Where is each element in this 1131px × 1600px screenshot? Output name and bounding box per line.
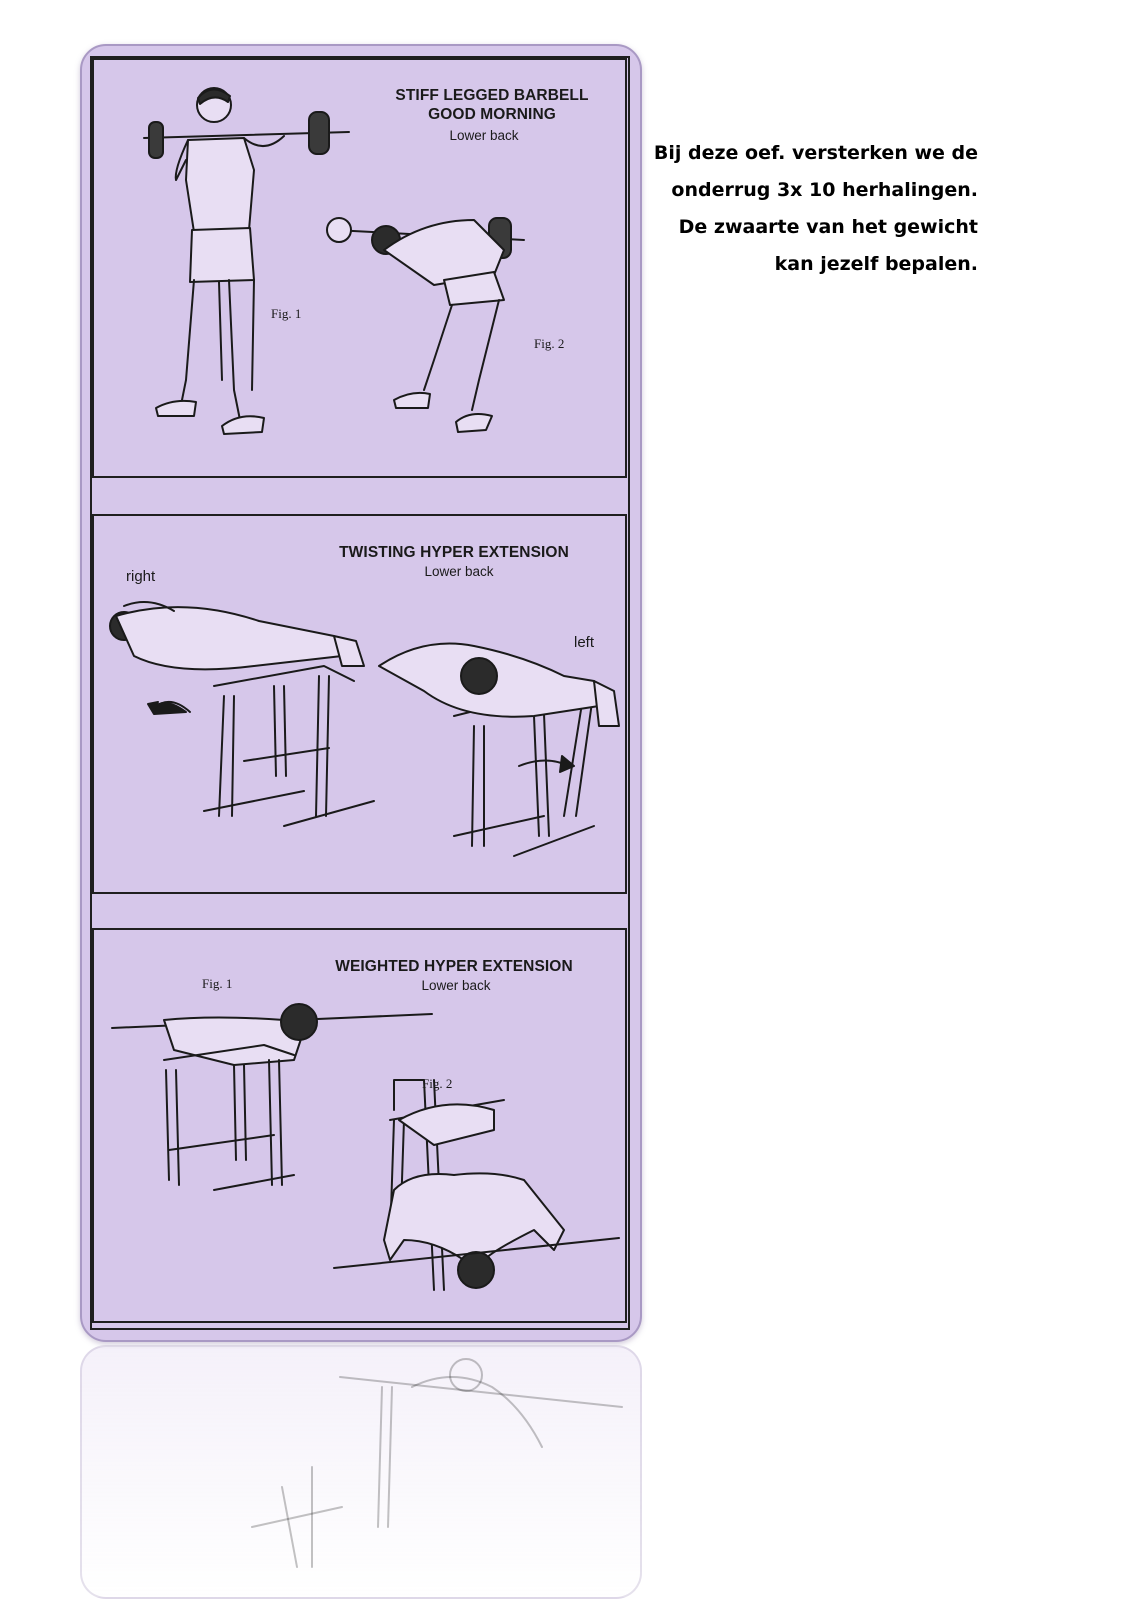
panel-subtitle: Lower back (421, 978, 491, 993)
panel-title: TWISTING HYPER EXTENSION (339, 544, 569, 561)
weighted-hyper-extension-illustration (111, 1003, 620, 1291)
twisting-hyper-extension-illustration (109, 601, 620, 857)
reflection-illustration (251, 1358, 623, 1568)
panel-subtitle: Lower back (424, 564, 494, 579)
panel-weighted-hyper-extension: WEIGHTED HYPER EXTENSION Lower back Fig.… (92, 928, 627, 1323)
description-line-3: De zwaarte van het gewicht (678, 216, 978, 238)
card-reflection (80, 1345, 642, 1599)
fig-2-label: Fig. 2 (534, 336, 565, 351)
fig2-figure (333, 1079, 620, 1291)
fig1-figure (111, 1003, 433, 1191)
panel-title: WEIGHTED HYPER EXTENSION (335, 958, 573, 975)
title-line-1: STIFF LEGGED BARBELL (395, 87, 589, 104)
description-line-4: kan jezelf bepalen. (774, 253, 978, 275)
title-line-2: GOOD MORNING (428, 106, 556, 123)
left-figure (109, 601, 365, 671)
standing-figure (143, 87, 350, 435)
description-text: Bij deze oef. versterken we de onderrug … (638, 135, 978, 283)
fig-1-label: Fig. 1 (271, 306, 302, 321)
panel-title: STIFF LEGGED BARBELL GOOD MORNING (362, 86, 622, 124)
rotation-arrow-icon-2 (518, 759, 565, 767)
exercise-card-frame (90, 56, 630, 1330)
description-line-1: Bij deze oef. versterken we de (653, 142, 978, 164)
panel-good-morning: STIFF LEGGED BARBELL GOOD MORNING Lower … (92, 58, 627, 478)
panel-twisting-hyper-extension: TWISTING HYPER EXTENSION Lower back righ… (92, 514, 627, 894)
panel-subtitle: Lower back (449, 128, 519, 143)
description-line-2: onderrug 3x 10 herhalingen. (671, 179, 978, 201)
bending-figure (326, 217, 525, 433)
fig-2-label: Fig. 2 (422, 1076, 453, 1091)
right-figure (378, 642, 620, 727)
label-left: left (574, 634, 595, 651)
fig-1-label: Fig. 1 (202, 976, 233, 991)
good-morning-illustration (143, 87, 525, 435)
label-right: right (126, 568, 156, 585)
left-bench (203, 665, 375, 827)
